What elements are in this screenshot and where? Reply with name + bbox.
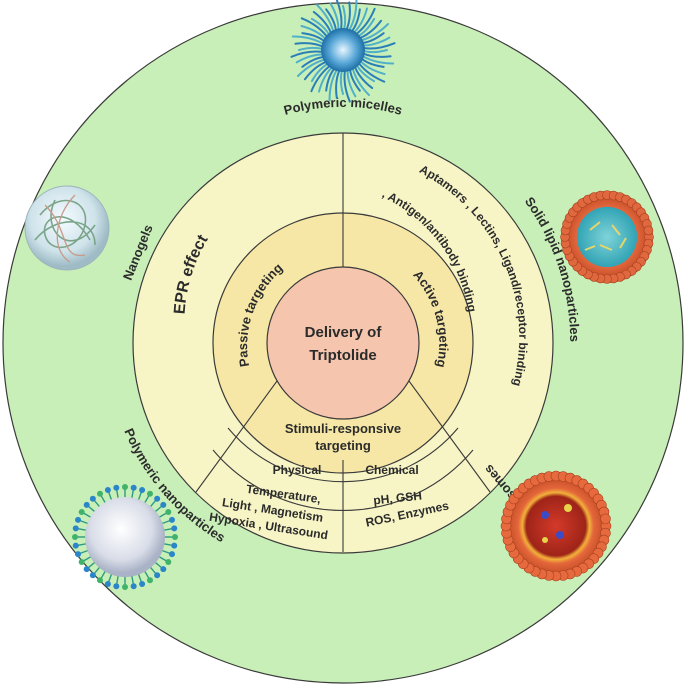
polymeric-nanoparticle-illustration [72,484,178,590]
nanogel-illustration [24,185,110,271]
physical-label: Physical [273,463,322,477]
center-title-line2: Triptolide [309,347,377,364]
divider-stimuli-arc-2 [212,449,474,512]
stimuli-label-line1: Stimuli-responsive [285,421,401,436]
center-circle [266,266,420,420]
chemical-line1: pH, GSH [373,489,423,508]
divider-left [195,380,278,493]
chemical-label: Chemical [365,463,418,477]
center-title-line1: Delivery of [305,324,383,341]
divider-stimuli-arc [227,427,459,483]
liposome-illustration [500,470,612,582]
divider-right [408,380,491,493]
stimuli-label-line2: targeting [315,438,371,453]
micelle-illustration [290,0,396,103]
solid-lipid-nanoparticle-illustration [560,190,654,284]
